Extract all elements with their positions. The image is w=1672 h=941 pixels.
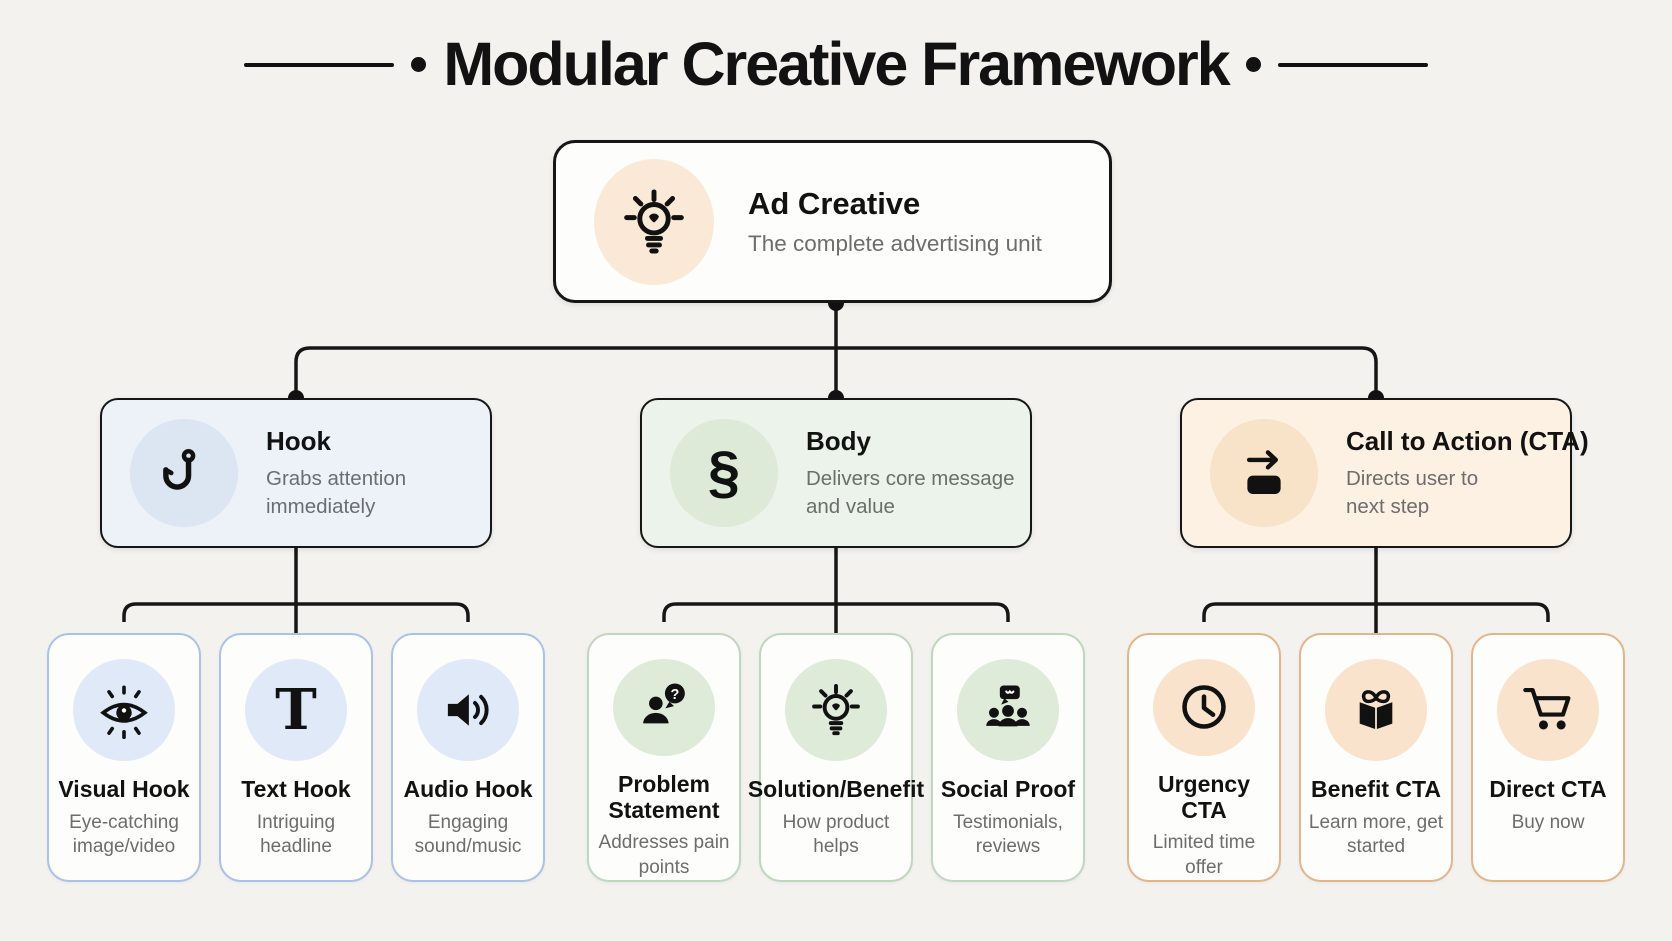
svg-text:?: ?: [670, 687, 679, 703]
card-title: Text Hook: [241, 776, 351, 802]
node-hook: Hook Grabs attention immediately: [100, 398, 492, 548]
card-subtitle: Eye-catching image/video: [69, 811, 179, 858]
page-title: Modular Creative Framework: [443, 30, 1230, 98]
speaker-icon: [417, 659, 519, 761]
lightbulb-icon: [594, 158, 714, 285]
card-audio-hook: Audio Hook Engaging sound/music: [391, 633, 545, 882]
title-decor-line-right: [1277, 62, 1428, 67]
card-problem-statement: ? Problem Statement Addresses pain point…: [587, 633, 741, 882]
node-ad-creative: Ad Creative The complete advertising uni…: [553, 140, 1112, 303]
card-subtitle: Limited time offer: [1152, 832, 1256, 878]
node-title: Call to Action (CTA): [1346, 426, 1589, 457]
page-title-bar: Modular Creative Framework: [0, 34, 1672, 95]
card-subtitle: Learn more, get started: [1308, 811, 1444, 858]
eye-icon: [73, 659, 175, 761]
card-subtitle: Buy now: [1511, 811, 1585, 833]
node-body: § Body Delivers core message and value: [640, 398, 1032, 548]
fishing-hook-icon: [130, 419, 238, 527]
card-title: Urgency CTA: [1157, 770, 1251, 823]
card-subtitle: Engaging sound/music: [414, 811, 522, 858]
card-title: Solution/Benefit: [747, 776, 925, 802]
node-title: Hook: [266, 426, 331, 457]
node-subtitle: Grabs attention immediately: [266, 467, 407, 518]
arrow-button-icon: [1210, 419, 1318, 527]
person-question-icon: ?: [613, 659, 715, 756]
card-text-hook: T Text Hook Intriguing headline: [219, 633, 373, 882]
card-subtitle: How product helps: [782, 811, 890, 858]
node-subtitle: The complete advertising unit: [748, 231, 1042, 256]
serif-t-icon: T: [245, 659, 347, 761]
node-call-to-action: Call to Action (CTA) Directs user to nex…: [1180, 398, 1589, 548]
title-decor-dot-right: [1245, 57, 1261, 72]
card-title: Social Proof: [940, 776, 1076, 802]
clock-icon: [1153, 659, 1255, 756]
node-text: Body Delivers core message and value: [806, 426, 1030, 519]
shopping-cart-icon: [1497, 659, 1599, 761]
card-benefit-cta: Benefit CTA Learn more, get started: [1299, 633, 1453, 882]
card-title: Audio Hook: [403, 776, 533, 802]
card-solution-benefit: Solution/Benefit How product helps: [748, 633, 924, 882]
title-decor-line-left: [244, 62, 395, 67]
card-social-proof: Social Proof Testimonials, reviews: [931, 633, 1085, 882]
node-text: Ad Creative The complete advertising uni…: [748, 186, 1042, 257]
card-title: Visual Hook: [58, 776, 190, 802]
card-subtitle: Addresses pain points: [598, 832, 730, 878]
node-title: Ad Creative: [748, 186, 921, 221]
card-urgency-cta: Urgency CTA Limited time offer: [1127, 633, 1281, 882]
card-direct-cta: Direct CTA Buy now: [1471, 633, 1625, 882]
node-text: Call to Action (CTA) Directs user to nex…: [1346, 426, 1589, 519]
node-title: Body: [806, 426, 871, 457]
card-visual-hook: Visual Hook Eye-catching image/video: [47, 633, 201, 882]
node-subtitle: Delivers core message and value: [806, 467, 1015, 518]
card-title: Benefit CTA: [1311, 776, 1441, 802]
node-text: Hook Grabs attention immediately: [266, 426, 451, 519]
section-sign-icon: §: [670, 419, 778, 527]
card-subtitle: Testimonials, reviews: [953, 811, 1063, 858]
node-subtitle: Directs user to next step: [1346, 467, 1479, 518]
lightbulb-icon: [785, 659, 887, 761]
gift-icon: [1325, 659, 1427, 761]
title-decor-dot-left: [411, 57, 427, 72]
card-title: Direct CTA: [1489, 776, 1607, 802]
people-chat-icon: [957, 659, 1059, 761]
card-subtitle: Intriguing headline: [256, 811, 336, 858]
card-title: Problem Statement: [608, 770, 720, 823]
